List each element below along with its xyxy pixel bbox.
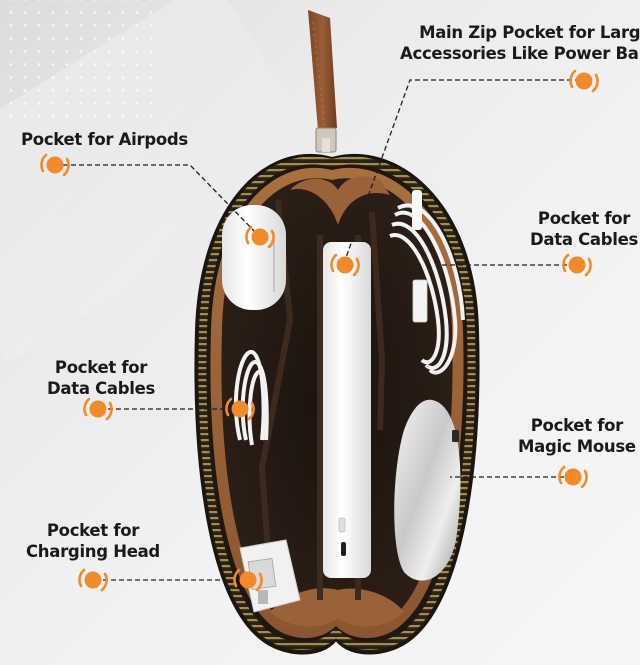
- callout-data-cables-left-line2: Data Cables: [47, 379, 156, 398]
- pulse-dot-icon-cables-right[interactable]: [562, 253, 592, 277]
- callout-airpods-line1: Pocket for Airpods: [21, 130, 188, 149]
- power-bank-image: [323, 242, 371, 578]
- magic-mouse-image: [394, 399, 461, 581]
- lining-top-fold: [290, 176, 390, 225]
- leader-lines: [55, 79, 580, 581]
- pulse-dot-icon-main-pocket-label[interactable]: [569, 69, 599, 93]
- lightning-connector-image: [412, 279, 428, 323]
- callout-charging-head: Pocket for Charging Head: [26, 520, 160, 562]
- pulse-dot-icon-cables-left-label[interactable]: [83, 397, 113, 421]
- leader-line-main-pocket: [343, 79, 580, 264]
- airpods-case-image: [222, 205, 286, 310]
- callout-charging-head-line1: Pocket for: [46, 521, 140, 540]
- leader-line-airpods: [55, 164, 259, 236]
- callout-magic-mouse-line2: Magic Mouse: [518, 437, 636, 456]
- callout-data-cables-right-line2: Data Cables: [530, 230, 639, 249]
- callout-main-pocket-line1: Main Zip Pocket for Large: [419, 23, 640, 42]
- cable-connector-image: [412, 190, 422, 230]
- zipper-pull-strap: [308, 10, 337, 153]
- callout-magic-mouse: Pocket for Magic Mouse: [518, 415, 636, 457]
- callout-main-pocket-line2: Accessories Like Power Banks: [400, 44, 640, 63]
- callout-airpods: Pocket for Airpods: [21, 129, 188, 150]
- pulse-dot-icon-charging-head-label[interactable]: [78, 568, 108, 592]
- callout-charging-head-line2: Charging Head: [26, 542, 160, 561]
- callout-data-cables-left-line1: Pocket for: [54, 358, 148, 377]
- callout-magic-mouse-line1: Pocket for: [530, 416, 624, 435]
- callout-data-cables-right: Pocket for Data Cables: [530, 208, 638, 250]
- callout-data-cables-left: Pocket for Data Cables: [47, 357, 155, 399]
- lining-bottom-fold: [270, 588, 404, 627]
- callout-main-pocket: Main Zip Pocket for Large Accessories Li…: [400, 22, 640, 64]
- callout-data-cables-right-line1: Pocket for: [537, 209, 631, 228]
- background-dot-pattern: [0, 0, 160, 120]
